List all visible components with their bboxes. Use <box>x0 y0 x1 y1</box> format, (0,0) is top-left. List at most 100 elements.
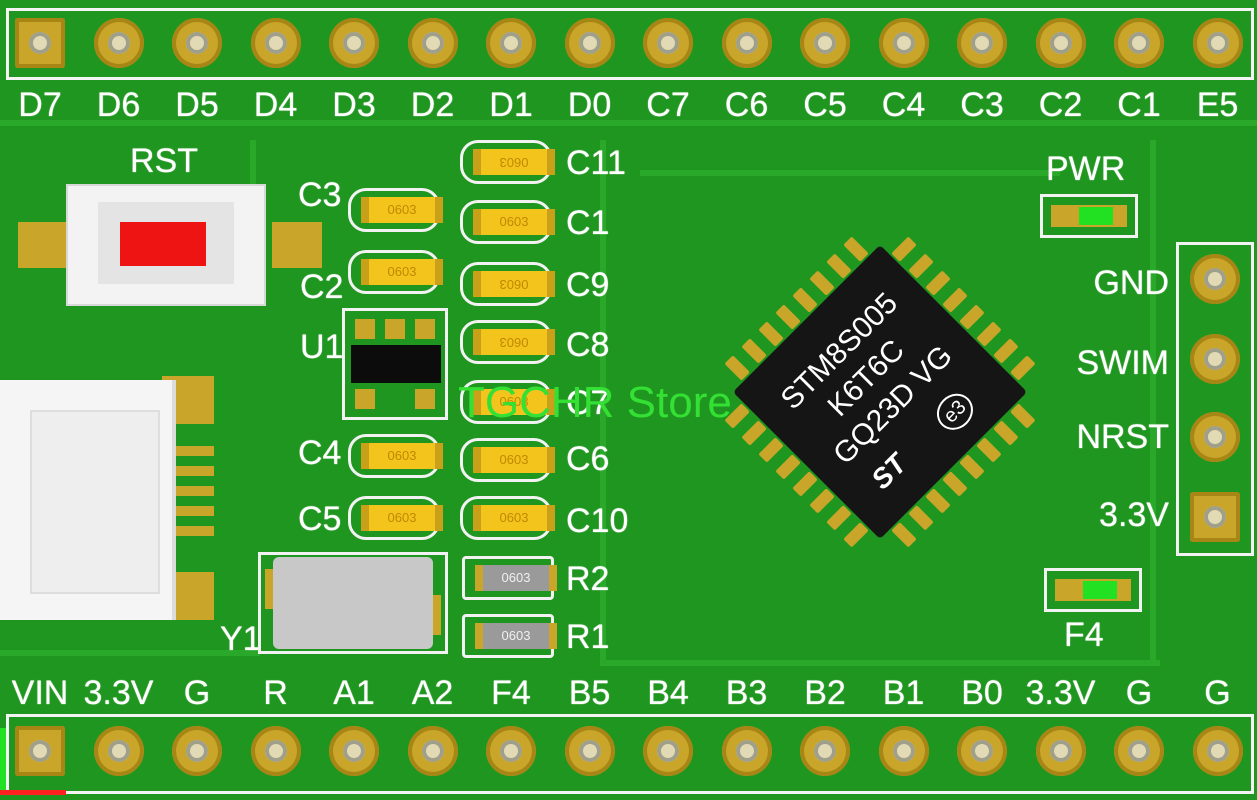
mcu-pin <box>809 488 835 514</box>
capacitor-c5: 0603 <box>348 496 443 540</box>
cap-label: C11 <box>566 144 626 182</box>
mcu-pin <box>959 454 985 480</box>
header-pin <box>15 18 65 68</box>
mcu-pin <box>826 505 852 531</box>
trace <box>0 120 1257 126</box>
header-pin <box>800 726 850 776</box>
cap-label: C3 <box>298 176 342 214</box>
header-pin <box>1192 18 1243 68</box>
cap-label: C5 <box>298 500 342 538</box>
header-pin-label: C5 <box>803 86 847 124</box>
capacitor-c8: 0603 <box>460 320 555 364</box>
header-pin <box>721 726 772 776</box>
mcu-pin <box>942 287 968 313</box>
watermark: TGCHR Store <box>458 378 732 427</box>
header-pin-label: D5 <box>175 86 219 124</box>
cap-label: C10 <box>566 502 629 540</box>
header-pin <box>250 18 301 68</box>
header-pin <box>878 726 929 776</box>
header-pin <box>329 18 379 68</box>
header-pin-label: C1 <box>1117 86 1161 124</box>
top-header-outline <box>6 8 1254 80</box>
header-pin-label: B3 <box>725 674 768 712</box>
capacitor-c9: 0603 <box>460 262 555 306</box>
mcu-pin <box>908 253 934 279</box>
bottom-header-outline <box>6 714 1254 794</box>
header-pin-label: D7 <box>18 86 62 124</box>
header-pin <box>1035 726 1086 776</box>
resistor-r2: 0603 <box>462 556 557 600</box>
cap-label: C8 <box>566 326 610 364</box>
header-pin <box>1192 726 1243 776</box>
capacitor-c1: 0603 <box>460 200 555 244</box>
crystal-outline <box>258 552 448 654</box>
header-pin <box>250 726 301 776</box>
header-pin <box>643 726 693 776</box>
header-pin <box>329 726 379 776</box>
usb-pin <box>160 526 214 536</box>
header-pin <box>643 18 693 68</box>
mcu-pin <box>741 420 767 446</box>
header-pin-label: D4 <box>253 86 298 124</box>
header-pin-label: B0 <box>961 674 1003 712</box>
power-led-label: PWR <box>1046 150 1126 188</box>
header-pin <box>721 18 772 68</box>
trace <box>0 650 260 656</box>
header-pin-label: G <box>1204 674 1231 712</box>
header-pin <box>878 18 929 68</box>
header-pin <box>15 726 65 776</box>
u1-chip <box>351 345 441 383</box>
header-pin <box>957 726 1007 776</box>
header-pin-label: F4 <box>491 674 531 712</box>
mcu-pin <box>758 437 784 463</box>
cap-label: C6 <box>566 440 610 478</box>
mcu-pin <box>843 522 869 548</box>
right-header-label: GND <box>1093 264 1169 302</box>
header-pin-label: D3 <box>332 86 376 124</box>
resistor-label: R1 <box>566 618 610 656</box>
header-pin-label: C7 <box>646 86 690 124</box>
origin-y-axis <box>0 728 6 794</box>
header-pin <box>1114 726 1164 776</box>
header-pin-label: VIN <box>11 674 69 712</box>
header-pin-label: D6 <box>96 86 141 124</box>
trace <box>600 140 606 660</box>
header-pin <box>1035 18 1086 68</box>
resistor-label: R2 <box>566 560 610 598</box>
mcu-pin <box>891 522 917 548</box>
mcu-pin <box>942 471 968 497</box>
header-pin-label: 3.3V <box>83 674 154 712</box>
mcu-pin <box>959 304 985 330</box>
capacitor-c11: 0603 <box>460 140 555 184</box>
mcu-pin <box>925 270 951 296</box>
header-pin-label: C3 <box>960 86 1004 124</box>
f4-led-label: F4 <box>1064 616 1104 654</box>
header-pin <box>407 726 458 776</box>
header-pin <box>407 18 458 68</box>
header-pin <box>800 18 850 68</box>
reset-button-label: RST <box>130 142 198 180</box>
mcu-pin <box>925 488 951 514</box>
header-pin-label: G <box>1125 674 1153 712</box>
mcu-pin <box>1010 403 1036 429</box>
capacitor-c3: 0603 <box>348 188 443 232</box>
trace <box>600 660 1160 666</box>
header-pin-label: A2 <box>411 674 454 712</box>
header-pin <box>172 726 222 776</box>
u1-outline <box>342 308 448 420</box>
header-pin <box>564 726 615 776</box>
reset-button[interactable] <box>66 184 266 306</box>
header-pin <box>172 18 222 68</box>
mcu-pin <box>993 338 1019 364</box>
usb-pin <box>160 446 214 456</box>
mcu-pin <box>908 505 934 531</box>
cap-label: C1 <box>566 204 610 242</box>
header-pin-label: G <box>183 674 211 712</box>
right-header-label: NRST <box>1076 418 1169 456</box>
right-header-pin <box>1190 254 1240 304</box>
header-pin <box>486 18 536 68</box>
header-pin <box>93 18 144 68</box>
reset-button-cap <box>120 222 206 266</box>
trace <box>1150 140 1156 660</box>
